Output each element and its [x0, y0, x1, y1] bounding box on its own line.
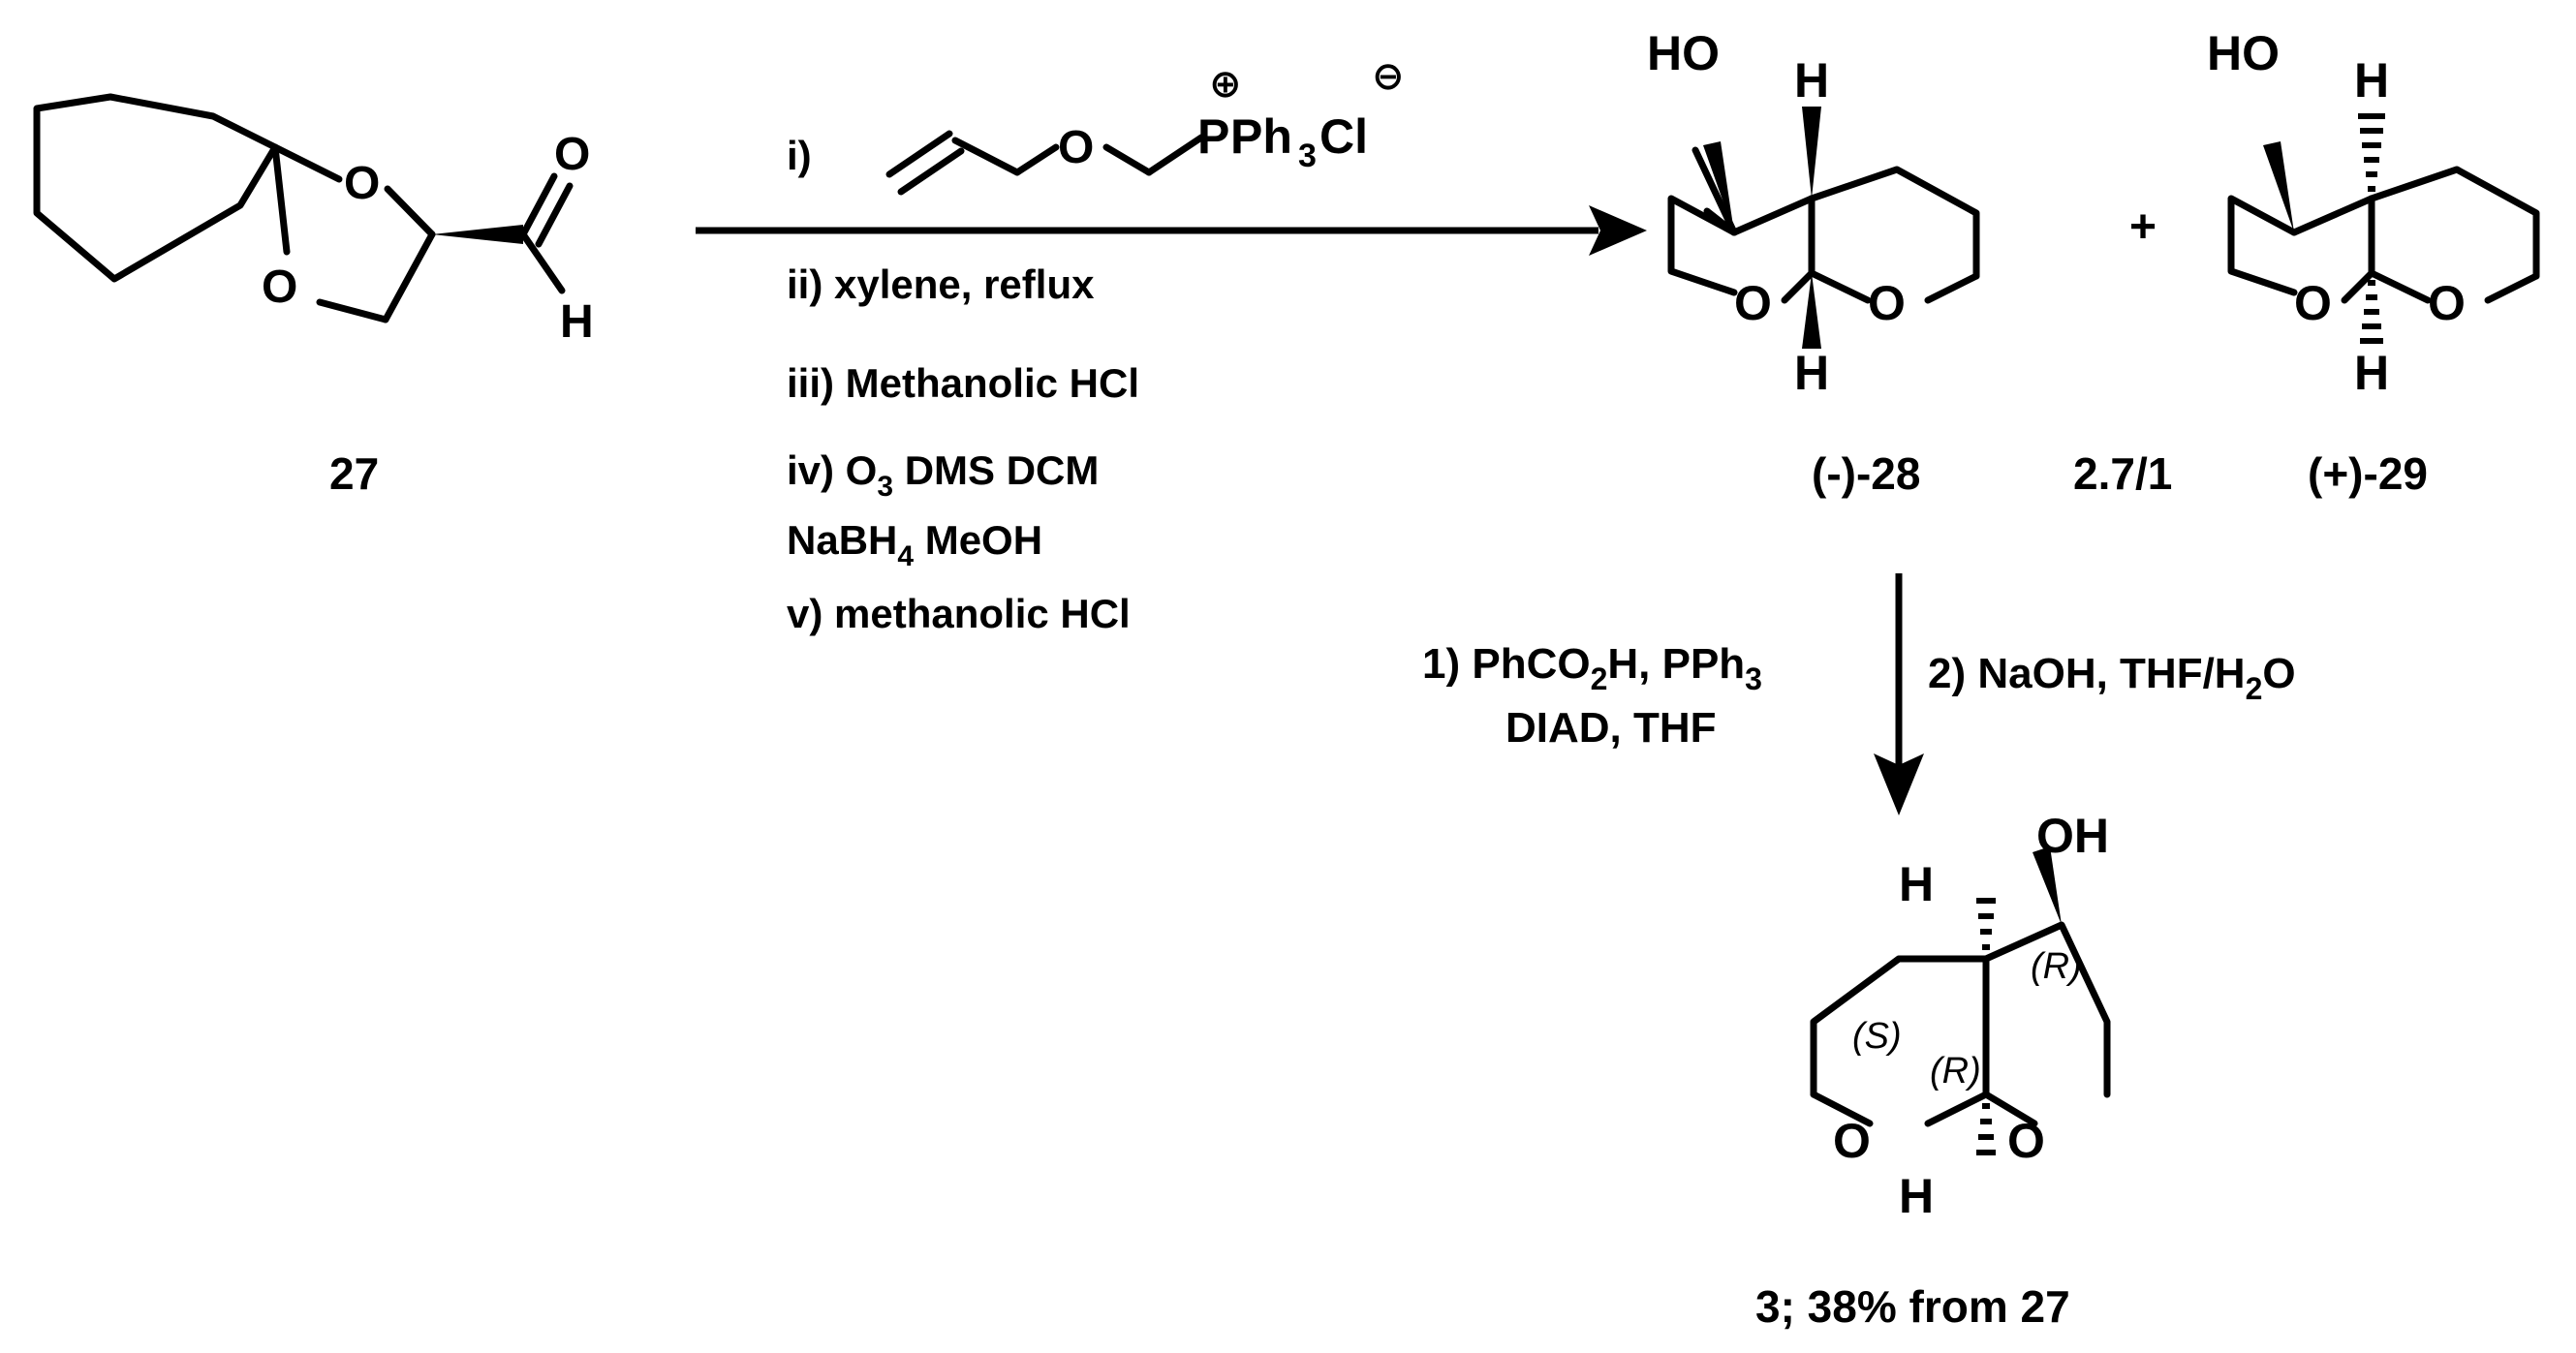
- atom-3-h-top: H: [1899, 857, 1934, 911]
- bond-3-left-ring: [1810, 955, 1990, 1098]
- stereo-label-r-top: (R): [2031, 946, 2082, 987]
- ratio-label: 2.7/1: [2073, 448, 2172, 499]
- compound-28-structure: HO H O O H: [1647, 26, 1980, 400]
- atom-o-ring-upper: O: [344, 158, 380, 209]
- bond-28-o-c6a: [1781, 269, 1816, 304]
- wedge-28-h-top: [1802, 107, 1821, 199]
- label-compound-27: 27: [329, 448, 379, 499]
- bond-28-c6a-o2: [1808, 269, 1872, 304]
- hash-29-h-top: [2358, 113, 2385, 192]
- bond-29-c6a-o2: [2368, 269, 2432, 304]
- bond-3-o-right-c6a: [1982, 1091, 2038, 1127]
- wedge-chiral-cho: [432, 225, 523, 244]
- bond-3-left-o: [1810, 1091, 1874, 1127]
- wedge-3-oh: [2033, 846, 2062, 925]
- atom-28-h-top: H: [1794, 53, 1829, 108]
- condition-iii: iii) Methanolic HCl: [787, 360, 1139, 406]
- bond-ch2-chiral: [382, 231, 436, 323]
- atom-3-o-left: O: [1833, 1114, 1871, 1168]
- compound-29-structure: HO H O O H: [2207, 26, 2540, 400]
- minus-charge-icon: ⊖: [1372, 55, 1405, 98]
- compound-3-structure: OH H O O H (R) (S) (R): [1810, 809, 2111, 1223]
- atom-ph3-sub: 3: [1298, 138, 1317, 174]
- atom-h-aldehyde: H: [560, 296, 594, 348]
- plus-sign: +: [2129, 201, 2157, 253]
- phosphonium-reagent-structure: O P Ph 3 Cl ⊕ ⊖: [885, 55, 1405, 196]
- condition-i: i): [787, 133, 812, 178]
- atom-28-o-right: O: [1868, 276, 1906, 330]
- bond-ch2-p: [1145, 134, 1205, 176]
- wedge-29-oh: [2263, 141, 2294, 232]
- hash-3-h-top: [1976, 898, 1996, 950]
- bond-o-ch2: [1102, 143, 1153, 176]
- condition-step1: 1) PhCO2H, PPh3: [1422, 640, 1762, 696]
- bond-28-c1-c3a: [1730, 195, 1816, 236]
- bond-3-o-c6a: [1924, 1091, 1990, 1127]
- atom-29-h-top: H: [2354, 53, 2389, 108]
- bond-allyl-a: [885, 130, 953, 178]
- condition-v: v) methanolic HCl: [787, 591, 1131, 636]
- arrow-head-1: [1589, 205, 1647, 256]
- bond-28-left-ring: [1667, 195, 1738, 296]
- atom-ph3: Ph: [1230, 109, 1292, 164]
- condition-iv: iv) O3 DMS DCM: [787, 447, 1099, 503]
- label-compound-29: (+)-29: [2308, 448, 2428, 499]
- stereo-label-s: (S): [1852, 1016, 1902, 1057]
- bond-3-right-ring: [1982, 921, 2111, 1098]
- atom-28-ho: HO: [1647, 26, 1720, 80]
- hash-29-h-bottom: [2360, 280, 2383, 344]
- hash-3-h-bottom: [1976, 1103, 1996, 1155]
- atom-28-o-left: O: [1734, 276, 1772, 330]
- atom-3-h-bottom: H: [1899, 1169, 1934, 1223]
- bond-28-o2-ch2: [1924, 272, 1980, 304]
- atom-3-oh: OH: [2036, 809, 2109, 863]
- atom-29-o-left: O: [2294, 276, 2332, 330]
- bond-allyl-o: [1013, 143, 1060, 176]
- bond-29-right-ring: [2368, 166, 2540, 280]
- bond-o2-ch2: [316, 298, 389, 323]
- bond-spiro-o1: [271, 143, 343, 183]
- label-compound-28: (-)-28: [1812, 448, 1920, 499]
- cyclohexane-ring: [33, 93, 279, 283]
- bond-o1-chiral: [384, 185, 436, 238]
- condition-iv-2: NaBH4 MeOH: [787, 517, 1042, 572]
- wedge-28-oh: [1703, 141, 1734, 232]
- bond-cho-o-a: [519, 172, 558, 238]
- bond-cho-h: [519, 231, 566, 294]
- label-compound-3: 3; 38% from 27: [1755, 1281, 2070, 1332]
- bond-spiro-o2: [271, 143, 291, 256]
- condition-ii: ii) xylene, reflux: [787, 261, 1095, 307]
- bond-29-left-ring: [2227, 195, 2298, 296]
- bond-29-o2-ch2: [2484, 272, 2540, 304]
- condition-step2: 2) NaOH, THF/H2O: [1928, 650, 2296, 706]
- atom-3-o-right: O: [2007, 1114, 2045, 1168]
- atom-29-ho: HO: [2207, 26, 2280, 80]
- atom-o-ring-lower: O: [262, 261, 297, 313]
- stereo-label-r-bottom: (R): [1930, 1051, 1981, 1092]
- bond-allyl-b: [897, 147, 965, 196]
- bond-29-c1-c3a: [2290, 195, 2375, 236]
- wedge-28-h-bottom: [1802, 273, 1821, 349]
- bond-29-o-c6a: [2341, 269, 2375, 304]
- atom-o-aldehyde: O: [554, 129, 590, 180]
- plus-charge-icon: ⊕: [1209, 63, 1242, 106]
- bond-cho-o-b: [535, 182, 574, 248]
- atom-o-ether: O: [1058, 122, 1094, 173]
- bond-28-c1-ch2: [1691, 146, 1738, 236]
- condition-step1-line2: DIAD, THF: [1505, 704, 1717, 752]
- bond-28-right-ring: [1808, 166, 1980, 280]
- atom-28-h-bottom: H: [1794, 346, 1829, 400]
- atom-p: P: [1197, 109, 1229, 164]
- atom-cl: Cl: [1319, 109, 1368, 164]
- atom-29-h-bottom: H: [2354, 346, 2389, 400]
- bond-allyl-c: [951, 137, 1021, 176]
- compound-27-structure: O O O H: [33, 93, 594, 348]
- atom-29-o-right: O: [2428, 276, 2466, 330]
- arrow-head-2: [1874, 753, 1924, 815]
